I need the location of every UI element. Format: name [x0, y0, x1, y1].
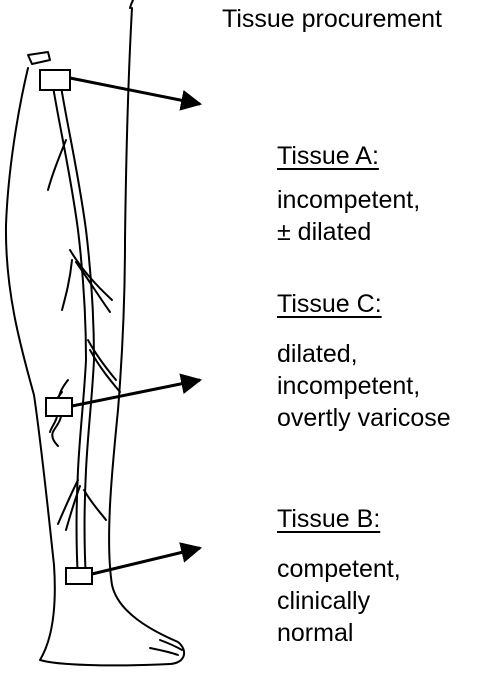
tissue-c-heading: Tissue C: [277, 290, 382, 318]
saphenous-vein [51, 79, 87, 581]
tissue-c-description: dilated, incompetent, overtly varicose [277, 338, 451, 434]
sample-box-a [39, 69, 71, 91]
sample-box-b [65, 567, 93, 585]
leg-outline-left [4, 7, 186, 667]
tissue-b-line: competent, [277, 555, 401, 583]
tissue-b-heading: Tissue B: [277, 505, 381, 533]
tissue-a-heading: Tissue A: [277, 142, 379, 170]
arrow-tissue-c [71, 373, 203, 408]
tissue-a-line: ± dilated [277, 218, 372, 246]
tissue-a-line: incompetent, [277, 186, 421, 214]
tissue-a-description: incompetent, ± dilated [277, 184, 420, 248]
sample-box-c [45, 397, 73, 417]
tissue-c-line: overtly varicose [277, 404, 451, 432]
arrow-tissue-b [91, 542, 203, 576]
tissue-c-line: incompetent, [277, 372, 421, 400]
arrow-tissue-a [69, 76, 203, 111]
tissue-b-line: normal [277, 619, 354, 647]
diagram-title: Tissue procurement [222, 5, 442, 33]
thigh-cut [27, 51, 51, 65]
tissue-b-description: competent, clinically normal [277, 553, 401, 649]
foot-detail [149, 639, 183, 656]
tissue-b-line: clinically [277, 587, 371, 615]
tissue-c-line: dilated, [277, 340, 358, 368]
